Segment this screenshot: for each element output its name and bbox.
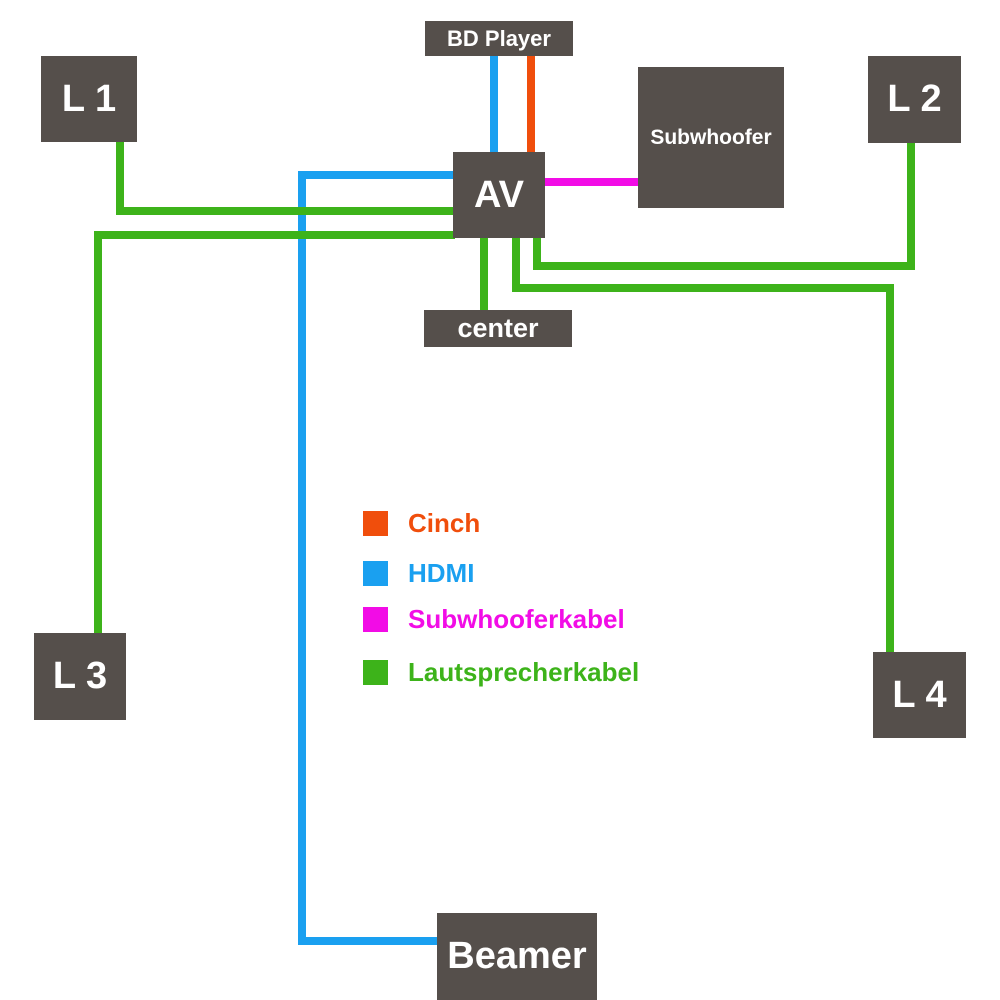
speaker-l2-label: L 2	[887, 78, 942, 120]
legend-item-subwoofer-cable: Subwhooferkabel	[363, 604, 625, 634]
beamer-box: Beamer	[437, 913, 597, 1000]
speaker-l4-label: L 4	[892, 673, 947, 716]
speaker-l4-box: L 4	[873, 652, 966, 738]
legend-swatch-hdmi	[363, 560, 388, 586]
legend-label-subwoofer-cable: Subwhooferkabel	[408, 603, 625, 634]
legend-swatch-cinch	[363, 510, 388, 536]
center-speaker-label: center	[457, 313, 539, 343]
speaker-cable-l1	[116, 142, 455, 215]
center-speaker-box: center	[424, 310, 572, 347]
bd-player-label: BD Player	[447, 25, 551, 51]
speaker-l3-label: L 3	[52, 655, 108, 697]
hdmi-cable-av-beamer	[298, 171, 455, 945]
legend-label-cinch: Cinch	[408, 507, 481, 538]
beamer-label: Beamer	[447, 935, 587, 977]
legend-item-cinch: Cinch	[363, 508, 480, 538]
speaker-l1-box: L 1	[41, 56, 137, 142]
speaker-cable-l4	[512, 238, 894, 652]
av-receiver-box: AV	[453, 152, 545, 238]
av-receiver-label: AV	[474, 173, 524, 216]
speaker-l3-box: L 3	[34, 633, 126, 720]
speaker-l1-label: L 1	[61, 77, 117, 120]
legend-item-speaker-cable: Lautsprecherkabel	[363, 657, 639, 687]
legend-label-speaker-cable: Lautsprecherkabel	[408, 656, 640, 687]
legend-swatch-speaker-cable	[363, 659, 388, 685]
legend-label-hdmi: HDMI	[408, 557, 475, 588]
subwoofer-label: Subwhoofer	[650, 125, 772, 149]
bd-player-box: BD Player	[425, 21, 573, 56]
speaker-cable-l3	[94, 231, 455, 633]
speaker-cable-l2	[533, 143, 915, 270]
subwoofer-box: Subwhoofer	[638, 67, 784, 208]
legend-swatch-subwoofer-cable	[363, 606, 388, 632]
legend-item-hdmi: HDMI	[363, 558, 474, 588]
speaker-l2-box: L 2	[868, 56, 961, 143]
